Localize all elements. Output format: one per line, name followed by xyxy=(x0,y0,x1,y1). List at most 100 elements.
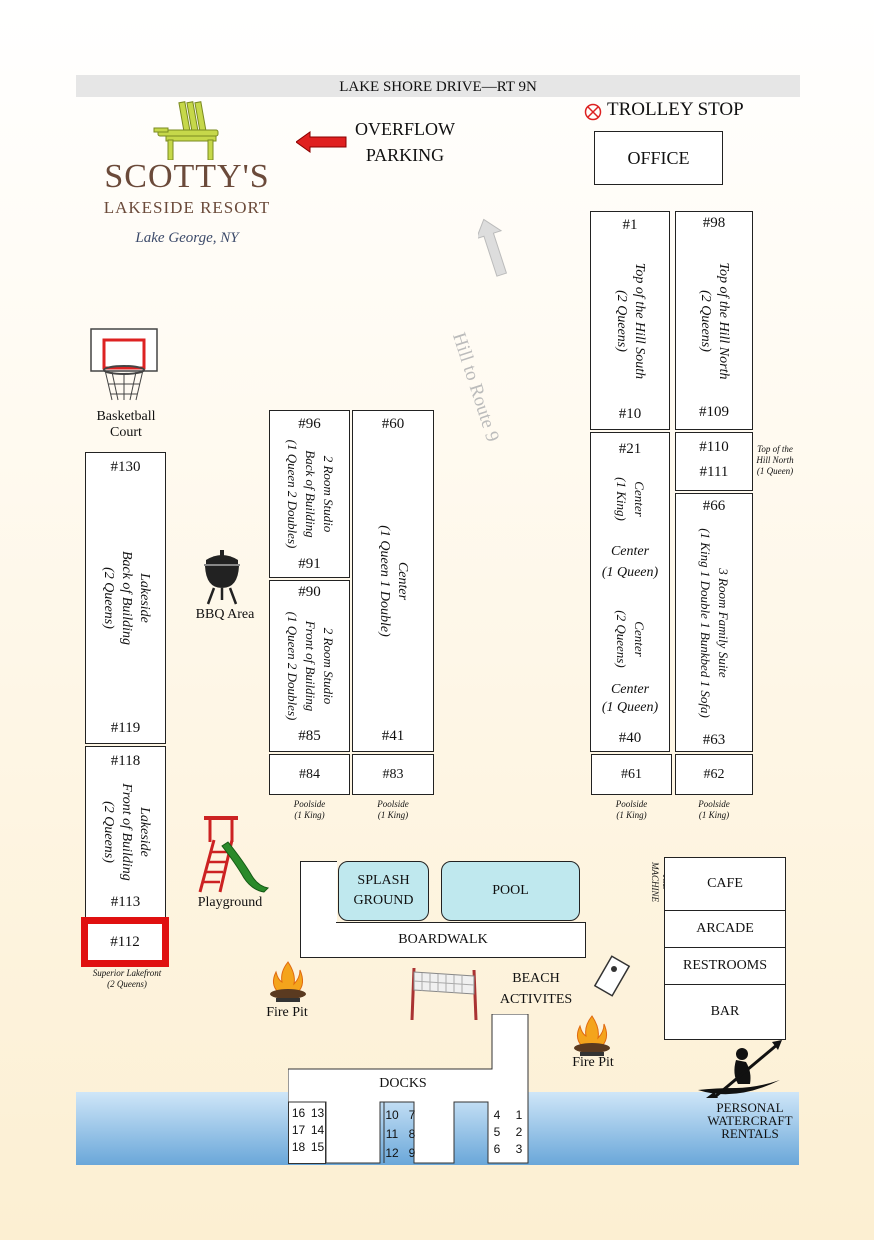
room-62-poolside[interactable]: #62 xyxy=(675,754,753,795)
dock-slip[interactable]: 4 xyxy=(493,1108,501,1122)
room-number: #41 xyxy=(381,728,405,744)
dock-slips-left: 16 13 17 14 18 15 xyxy=(289,1106,327,1155)
room-number: #98 xyxy=(702,215,726,231)
dock-slip[interactable]: 12 xyxy=(385,1146,399,1160)
poolside-note-83: Poolside(1 King) xyxy=(377,799,409,820)
dock-slip[interactable]: 14 xyxy=(310,1123,325,1137)
dock-slip[interactable]: 10 xyxy=(385,1108,399,1122)
dock-slips-middle: 10 7 11 8 12 9 xyxy=(382,1108,422,1161)
playground-slide-icon xyxy=(198,816,270,893)
fire-pit-icon xyxy=(270,961,306,1002)
room-number: #113 xyxy=(110,894,141,910)
room-83-poolside[interactable]: #83 xyxy=(352,754,434,795)
room-number: #111 xyxy=(699,464,729,480)
left-arrow-icon xyxy=(296,131,347,153)
boardwalk[interactable]: BOARDWALK xyxy=(300,922,586,958)
room-number: #90 xyxy=(298,584,321,600)
logo-name: SCOTTY'S xyxy=(104,158,270,195)
dock-slip[interactable]: 16 xyxy=(291,1106,306,1120)
dock-slip[interactable]: 2 xyxy=(515,1125,523,1139)
fire-pit-label-right: Fire Pit xyxy=(572,1055,614,1070)
room-description: 3 Room Family Suite(1 King 1 Double 1 Bu… xyxy=(698,527,731,718)
volleyball-net-icon xyxy=(410,967,478,1021)
dock-slip[interactable]: 6 xyxy=(493,1142,501,1156)
room-top-hill-north-98-109[interactable]: #98 Top of the Hill North(2 Queens) #109 xyxy=(675,211,753,430)
room-center-60-41[interactable]: #60 Center(1 Queen 1 Double) #41 xyxy=(352,410,434,752)
cafe[interactable]: CAFE xyxy=(664,857,786,911)
room-center-21-40[interactable]: #21 Center(1 King) Center(1 Queen) Cente… xyxy=(590,432,670,752)
docks-fill-patch xyxy=(288,1102,326,1164)
room-top-hill-south-1-10[interactable]: #1 Top of the Hill South(2 Queens) #10 xyxy=(590,211,670,430)
room-number: #130 xyxy=(110,459,141,475)
dock-slip[interactable]: 5 xyxy=(493,1125,501,1139)
room-description: Center(1 Queen 1 Double) xyxy=(377,525,410,637)
room-number: #119 xyxy=(110,720,141,736)
room-description: Center(1 Queen) xyxy=(601,682,659,715)
room-112-superior[interactable]: #112 xyxy=(81,917,169,967)
room-description: Center(1 King) xyxy=(614,477,647,521)
kayak-icon xyxy=(698,1040,782,1098)
up-arrow-icon xyxy=(478,218,508,277)
dock-slip[interactable]: 9 xyxy=(408,1146,416,1160)
dock-slip[interactable]: 18 xyxy=(291,1140,306,1154)
dock-slip[interactable]: 11 xyxy=(385,1127,399,1141)
fire-pit-icon xyxy=(574,1015,610,1056)
room-number: #63 xyxy=(702,732,726,748)
room-description: Top of the Hill North(2 Queens) xyxy=(698,262,731,379)
bar[interactable]: BAR xyxy=(664,984,786,1040)
room-110-111[interactable]: #110 #111 xyxy=(675,432,753,491)
room-61-poolside[interactable]: #61 xyxy=(591,754,672,795)
poolside-note-61: Poolside(1 King) xyxy=(615,799,648,820)
dock-slip[interactable]: 15 xyxy=(310,1140,325,1154)
room-description: Top of the Hill South(2 Queens) xyxy=(614,262,647,379)
arcade[interactable]: ARCADE xyxy=(664,910,786,948)
dock-slip[interactable]: 3 xyxy=(515,1142,523,1156)
room-description: Center(1 Queen) xyxy=(601,544,659,580)
fire-pit-label-left: Fire Pit xyxy=(266,1005,308,1020)
room-number: #118 xyxy=(110,753,141,769)
hill-label: Hill to Route 9 xyxy=(448,330,504,445)
playground-label: Playground xyxy=(197,895,263,910)
room-84-poolside[interactable]: #84 xyxy=(269,754,350,795)
dock-slip[interactable]: 13 xyxy=(310,1106,325,1120)
pool[interactable]: POOL xyxy=(441,861,580,921)
office[interactable]: OFFICE xyxy=(594,131,723,185)
room-number: #40 xyxy=(618,730,642,746)
trolley-stop-label: TROLLEY STOP xyxy=(607,99,744,120)
cornhole-board-icon xyxy=(593,955,631,997)
logo-sub: LAKESIDE RESORT xyxy=(103,198,271,217)
room-number: #60 xyxy=(381,416,405,432)
room-number: #110 xyxy=(699,439,729,455)
room-number: #66 xyxy=(702,498,726,514)
room-number: #96 xyxy=(298,416,321,432)
room-description: Center(2 Queens) xyxy=(614,610,647,668)
room-family-suite-66-63[interactable]: #66 3 Room Family Suite(1 King 1 Double … xyxy=(675,493,753,752)
adirondack-chair-icon xyxy=(153,101,219,160)
dock-slip[interactable]: 8 xyxy=(408,1127,416,1141)
restrooms[interactable]: RESTROOMS xyxy=(664,947,786,985)
docks-label: DOCKS xyxy=(379,1076,427,1091)
dock-slip[interactable]: 1 xyxy=(515,1108,523,1122)
trolley-stop-icon xyxy=(584,103,602,121)
dock-slip[interactable]: 7 xyxy=(408,1108,416,1122)
boardwalk-join xyxy=(301,922,336,924)
resort-logo: SCOTTY'S LAKESIDE RESORT Lake George, NY xyxy=(92,100,282,250)
dock-slip[interactable]: 17 xyxy=(291,1123,306,1137)
room-number: #85 xyxy=(298,728,321,744)
room-number: #1 xyxy=(622,217,638,233)
superior-lakefront-note: Superior Lakefront(2 Queens) xyxy=(92,968,162,989)
